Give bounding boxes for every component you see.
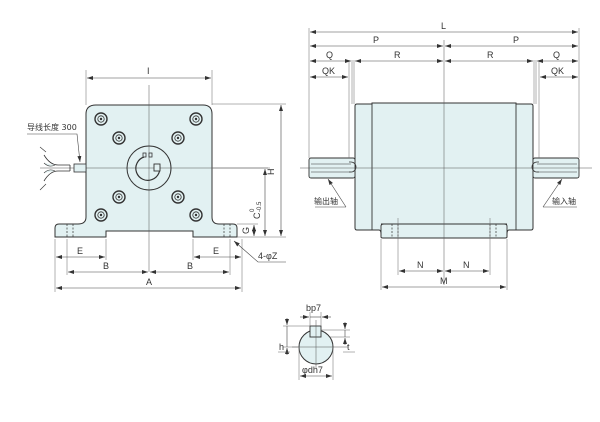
dim-C-tol-lower: -0.5 bbox=[257, 201, 263, 212]
bolt-icon bbox=[171, 190, 185, 204]
dim-R-right: R bbox=[487, 50, 494, 60]
bolt-icon bbox=[94, 112, 108, 126]
dim-P-left: P bbox=[373, 35, 379, 45]
lead-wire bbox=[39, 146, 87, 191]
dim-Q-right: Q bbox=[553, 50, 560, 60]
dim-I: I bbox=[147, 66, 150, 76]
bolt-icon bbox=[189, 208, 203, 222]
dim-key-width: bp7 bbox=[306, 303, 321, 313]
shaft-end-icon bbox=[126, 145, 172, 191]
shaft-section: bp7 h t φdh7 bbox=[278, 303, 355, 380]
dim-B-left: B bbox=[103, 261, 109, 271]
dim-QK-right: QK bbox=[551, 66, 564, 76]
bolt-icon bbox=[171, 131, 185, 145]
dim-holes: 4-φZ bbox=[258, 251, 278, 261]
dim-t: t bbox=[347, 342, 350, 352]
front-view: 导线长度 300 I H C 0 -0.5 G E bbox=[27, 66, 286, 292]
key bbox=[309, 325, 322, 338]
dim-E-right: E bbox=[213, 246, 219, 256]
dim-N-right: N bbox=[463, 260, 470, 270]
bolt-icon bbox=[112, 131, 126, 145]
dim-diameter: φdh7 bbox=[302, 365, 323, 375]
dim-B-right: B bbox=[187, 261, 193, 271]
dim-P-right: P bbox=[513, 35, 519, 45]
dim-R-left: R bbox=[394, 50, 401, 60]
dim-L: L bbox=[441, 21, 446, 31]
dim-QK-left: QK bbox=[322, 66, 335, 76]
dim-E-left: E bbox=[77, 246, 83, 256]
dim-N-left: N bbox=[417, 260, 424, 270]
dim-C-tol-upper: 0 bbox=[250, 208, 256, 212]
bolt-icon bbox=[189, 112, 203, 126]
dim-H: H bbox=[266, 169, 276, 176]
front-housing bbox=[54, 104, 238, 238]
side-view: L P P Q R R Q QK QK 输出轴 输入轴 N bbox=[300, 21, 592, 290]
output-shaft-label: 输出轴 bbox=[314, 196, 338, 206]
dim-C: C bbox=[252, 212, 262, 219]
dim-Q-left: Q bbox=[326, 50, 333, 60]
dim-M: M bbox=[440, 276, 448, 286]
dim-A: A bbox=[146, 277, 152, 287]
dim-h: h bbox=[279, 342, 284, 352]
input-shaft-label: 输入轴 bbox=[552, 196, 576, 206]
lead-length-label: 导线长度 300 bbox=[27, 122, 77, 132]
bolt-icon bbox=[94, 208, 108, 222]
bolt-icon bbox=[112, 190, 126, 204]
dim-G: G bbox=[241, 227, 251, 234]
